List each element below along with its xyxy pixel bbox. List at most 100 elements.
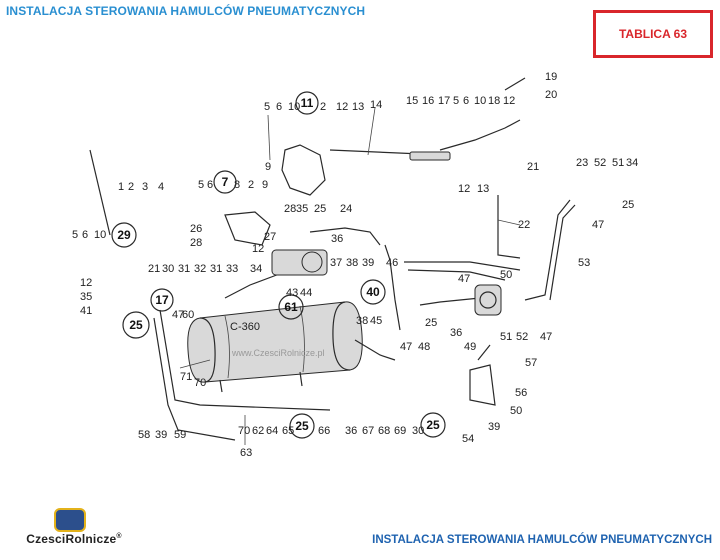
footer-title: INSTALACJA STEROWANIA HAMULCÓW PNEUMATYC… (372, 534, 712, 546)
part-number: 46 (386, 257, 398, 269)
page-title: INSTALACJA STEROWANIA HAMULCÓW PNEUMATYC… (6, 4, 366, 18)
part-number: 36 (345, 425, 357, 437)
part-number: 2 (248, 179, 254, 191)
table-number-label: TABLICA 63 (618, 27, 687, 41)
part-number: 12 (458, 183, 470, 195)
part-number: 30 (412, 425, 424, 437)
pedal-linkage (89, 77, 526, 246)
part-number: 12 (503, 95, 515, 107)
part-number: 9 (265, 161, 271, 173)
part-number: 62 (252, 425, 264, 437)
part-number: 63 (240, 447, 252, 459)
part-number: 25 (622, 199, 634, 211)
part-number: 49 (464, 341, 476, 353)
leader-lines (179, 107, 521, 445)
part-number: 12 (336, 101, 348, 113)
part-number: 30 (162, 263, 174, 275)
part-number: 35 (80, 291, 92, 303)
part-number: 15 (406, 95, 418, 107)
part-number: 34 (250, 263, 262, 275)
circled-number: 40 (366, 285, 380, 299)
circled-number: 25 (426, 418, 440, 432)
brake-valve (271, 249, 502, 316)
part-number: 44 (300, 287, 312, 299)
part-number: 39 (362, 257, 374, 269)
part-number: 21 (527, 161, 539, 173)
part-number: 19 (545, 71, 557, 83)
part-number: 52 (594, 157, 606, 169)
part-number: 2 (128, 181, 134, 193)
circled-number: 61 (284, 300, 298, 314)
part-number: 39 (488, 421, 500, 433)
part-number: 25 (425, 317, 437, 329)
part-number: 34 (626, 157, 638, 169)
part-number: 31 (210, 263, 222, 275)
part-number: 60 (182, 309, 194, 321)
part-number: 12 (252, 243, 264, 255)
part-number: 32 (194, 263, 206, 275)
part-number: 17 (438, 95, 450, 107)
part-number: 1 (118, 181, 124, 193)
watermark: www.CzesciRolnicze.pl (231, 348, 325, 358)
part-number: 47 (592, 219, 604, 231)
part-number: 47 (540, 331, 552, 343)
part-number: 43 (286, 287, 298, 299)
part-number: 12 (80, 277, 92, 289)
part-number: 71 (180, 371, 192, 383)
part-number: 36 (331, 233, 343, 245)
air-tank (187, 301, 363, 393)
part-number: 56 (515, 387, 527, 399)
part-number: 37 (330, 257, 342, 269)
part-number: 47 (172, 309, 184, 321)
part-number: 13 (477, 183, 489, 195)
part-number: 33 (226, 263, 238, 275)
part-number: 10 (288, 101, 300, 113)
part-number: 28 (284, 203, 296, 215)
part-number: 14 (370, 99, 382, 111)
part-number: 69 (394, 425, 406, 437)
part-number: 54 (462, 433, 474, 445)
part-number: 66 (318, 425, 330, 437)
part-number: 6 (276, 101, 282, 113)
part-number: 51 (612, 157, 624, 169)
logo-tractor-icon (54, 508, 86, 532)
part-number: 64 (266, 425, 278, 437)
logo-text: CzesciRolnicze® (26, 532, 122, 546)
circled-number: 25 (295, 419, 309, 433)
tank-marking: C-360 (230, 321, 260, 333)
circled-part-numbers: 11 7 29 17 25 61 40 25 25 (111, 91, 446, 439)
part-number: 6 (207, 179, 213, 191)
part-number: 8 (234, 179, 240, 191)
part-number: 23 (576, 157, 588, 169)
part-number: 50 (510, 405, 522, 417)
part-number: 36 (450, 327, 462, 339)
part-number: 10 (474, 95, 486, 107)
part-number: 5 (453, 95, 459, 107)
part-number: 68 (378, 425, 390, 437)
part-number: 45 (370, 315, 382, 327)
part-number: 10 (94, 229, 106, 241)
part-number: 38 (346, 257, 358, 269)
part-number: 35 (296, 203, 308, 215)
part-number: 24 (340, 203, 352, 215)
part-number: 38 (356, 315, 368, 327)
circled-number: 29 (117, 228, 131, 242)
table-number-box: TABLICA 63 (593, 10, 713, 58)
air-pipes (153, 195, 576, 441)
part-number: 39 (155, 429, 167, 441)
part-number: 26 (190, 223, 202, 235)
part-number: 2 (320, 101, 326, 113)
part-number: 53 (578, 257, 590, 269)
circled-number: 7 (222, 175, 229, 189)
part-number: 5 (72, 229, 78, 241)
part-number: 5 (264, 101, 270, 113)
logo: CzesciRolnicze® (4, 508, 144, 548)
part-number: 20 (545, 89, 557, 101)
part-number: 70 (194, 377, 206, 389)
part-number: 3 (142, 181, 148, 193)
part-number: 59 (174, 429, 186, 441)
part-number: 22 (518, 219, 530, 231)
part-number: 9 (262, 179, 268, 191)
part-number: 47 (400, 341, 412, 353)
